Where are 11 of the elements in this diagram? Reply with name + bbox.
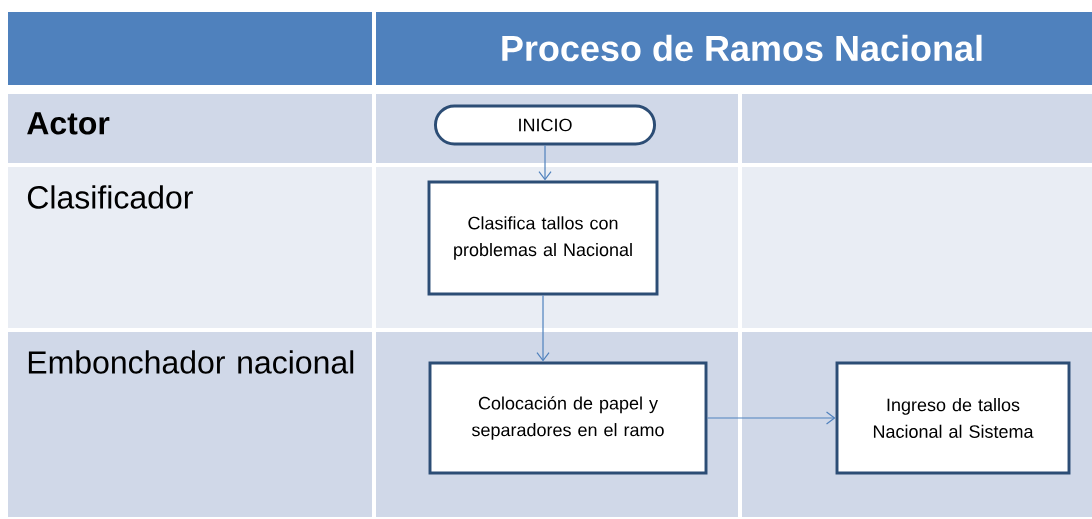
process-box: Ingreso de tallos Nacional al Sistema xyxy=(835,361,1071,475)
row-header-cell: Embonchador nacional xyxy=(8,332,372,517)
arrow xyxy=(706,411,836,425)
row-header-cell: Actor xyxy=(8,94,372,163)
process-box: Clasifica tallos con problemas al Nacional xyxy=(427,180,659,296)
row-header-cell: Clasificador xyxy=(8,167,372,328)
process-box: Colocación de papel y separadores en el ramo xyxy=(428,361,708,475)
arrow xyxy=(536,294,550,362)
arrow xyxy=(538,144,552,181)
header-cell: Proceso de Ramos Nacional xyxy=(376,12,1092,85)
start-terminal: INICIO xyxy=(434,104,657,146)
